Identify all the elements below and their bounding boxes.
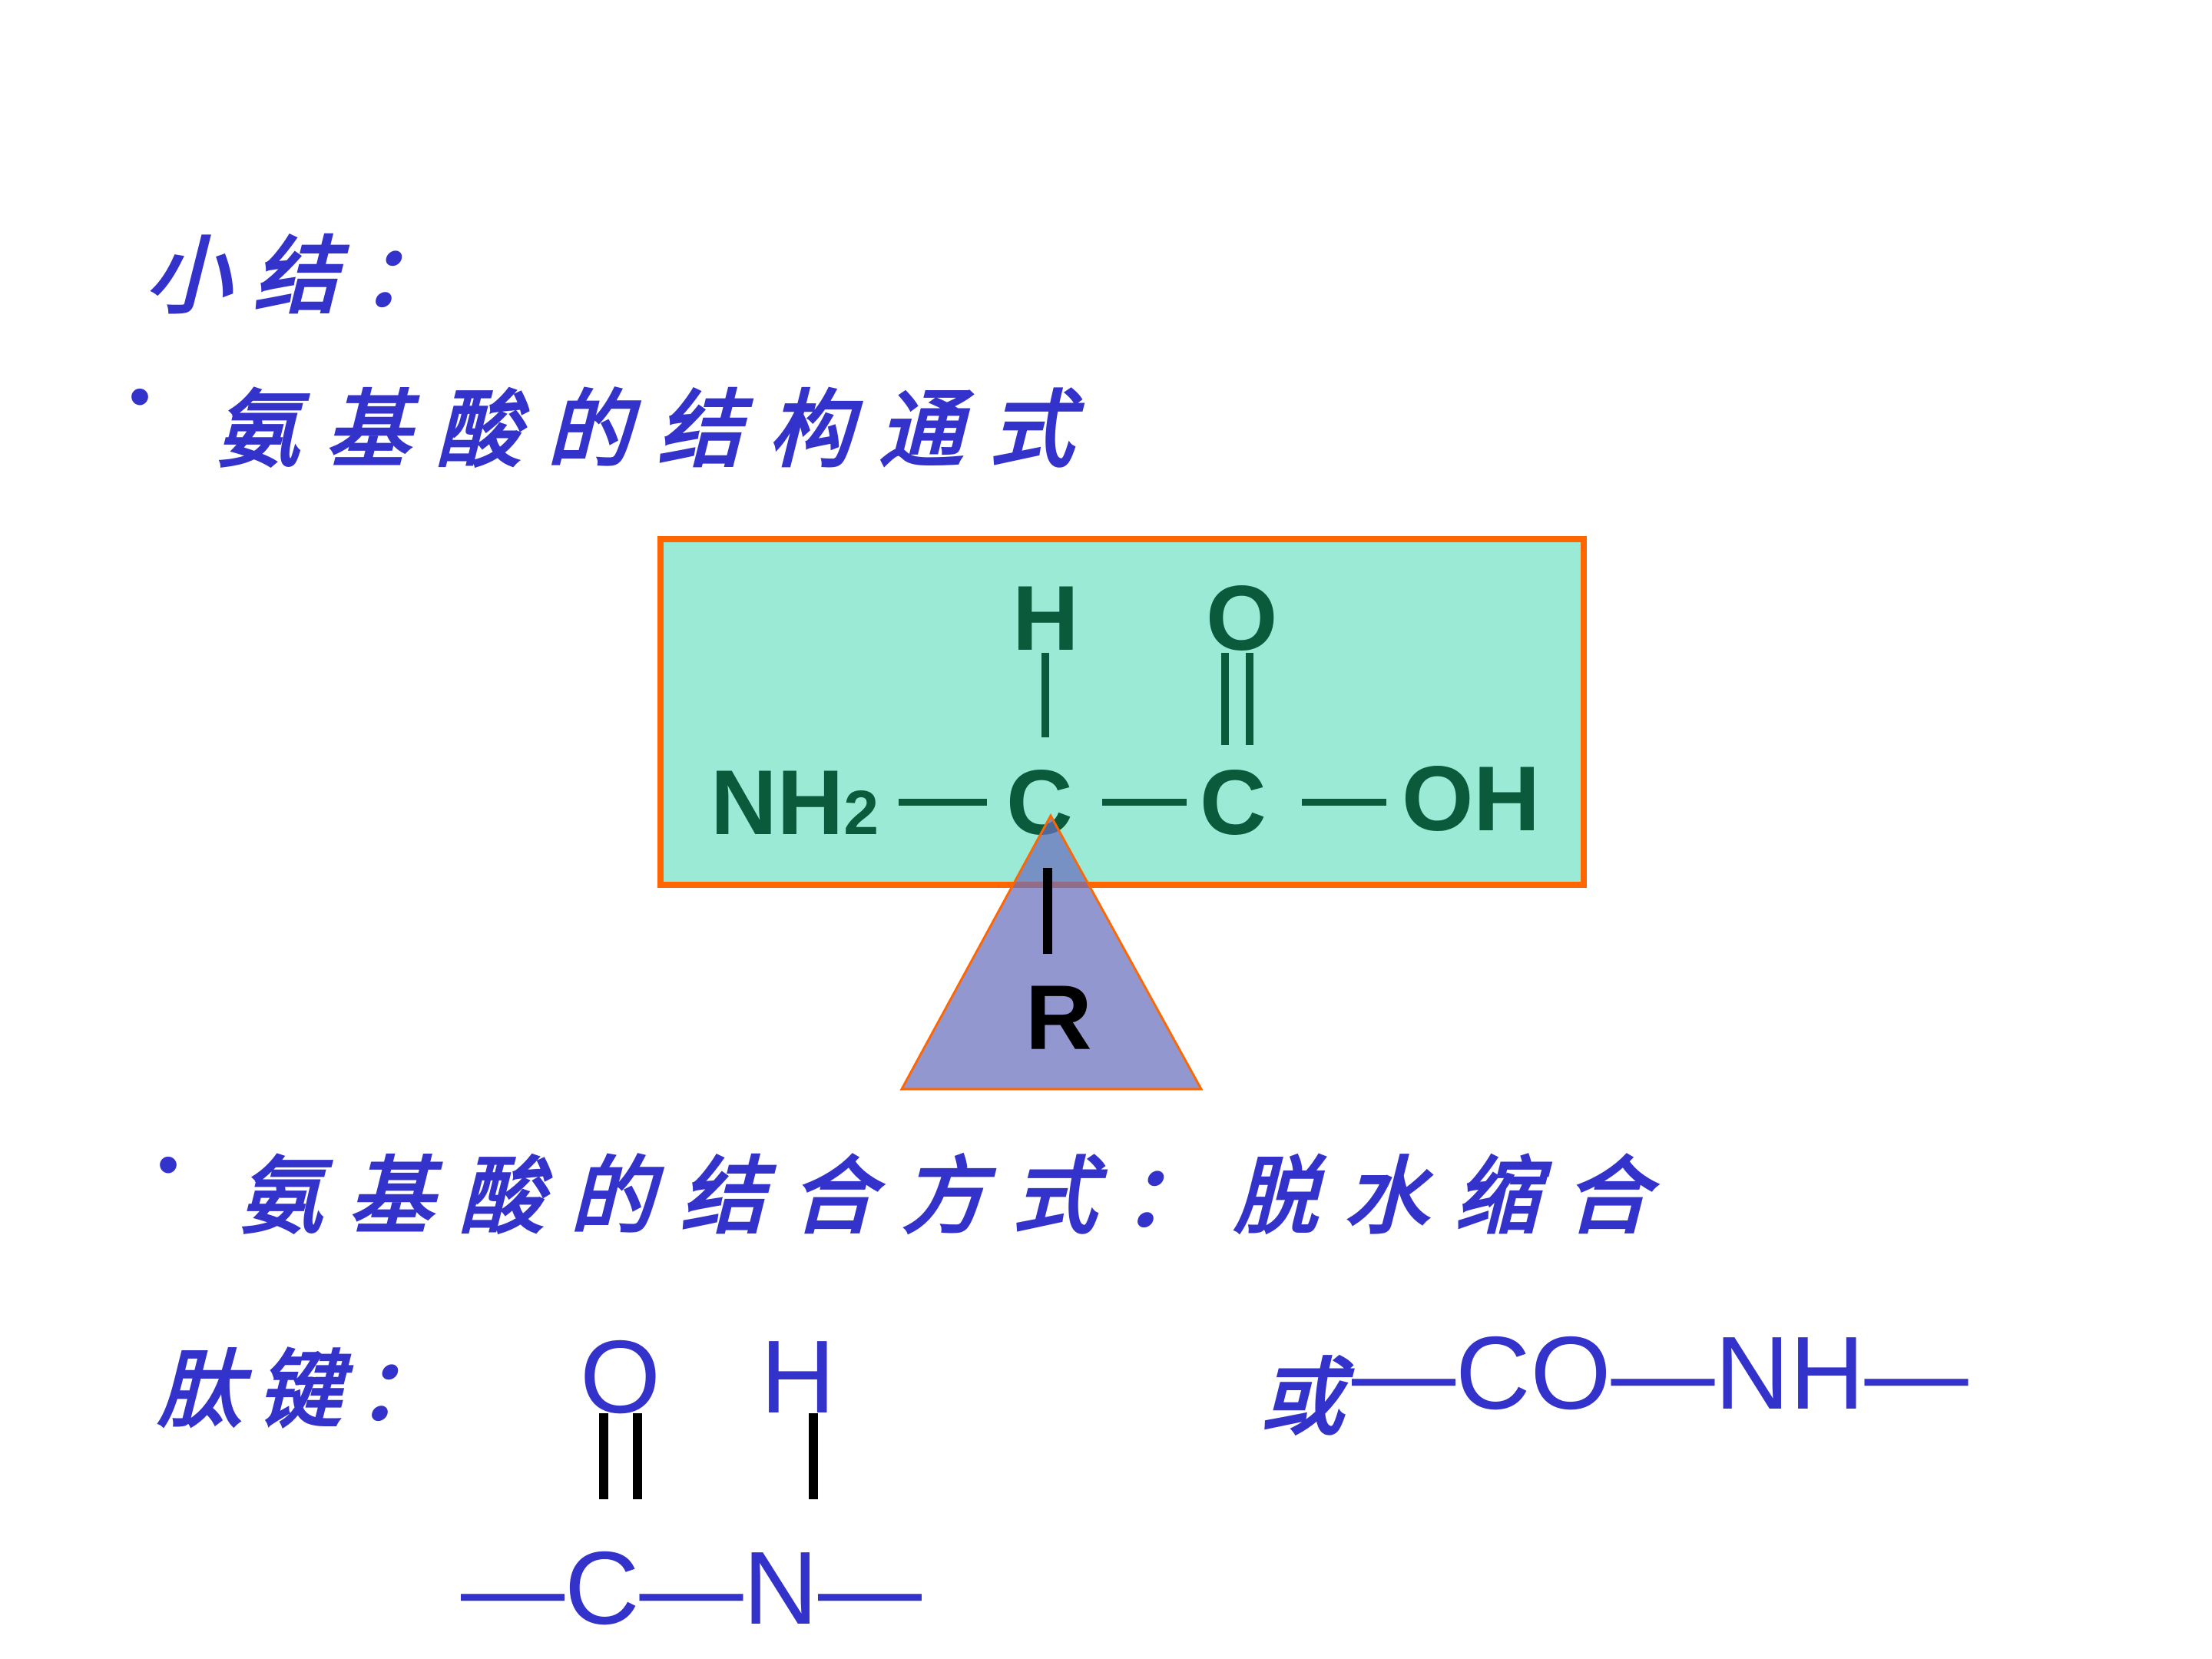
bullet-dot-1: • [129,362,151,430]
structure-formula-box [657,536,1587,888]
amino-group-subscript: 2 [843,778,879,848]
peptide-alt-formula: —CO—NH— [1352,1315,1969,1431]
peptide-oxygen: O [580,1319,661,1435]
hydroxyl-group: OH [1402,747,1540,850]
bullet-dot-2: • [157,1130,180,1198]
r-group-label: R [1025,966,1092,1069]
peptide-nh-bond [809,1413,818,1499]
summary-title: 小结： [146,227,469,326]
oxygen-top: O [1206,567,1278,670]
bullet-text-structure: 氨基酸的结构通式 [215,380,1100,479]
amino-group-nh: NH [710,751,844,854]
n-c-bond [899,799,987,806]
peptide-co-double-bond-left [599,1413,608,1499]
amino-group: NH2 [710,757,879,849]
ch-single-bond [1041,653,1049,737]
co-double-bond-left [1221,653,1229,745]
c-r-bond [1043,868,1052,954]
peptide-hydrogen: H [760,1319,836,1435]
peptide-chain: —C—N— [461,1530,922,1646]
carboxyl-carbon: C [1200,751,1267,854]
c-oh-bond [1302,799,1386,806]
c-c-bond [1102,799,1187,806]
peptide-bond-label: 肽键： [157,1340,457,1439]
or-word: 或 [1260,1348,1344,1447]
co-double-bond-right [1246,653,1253,745]
hydrogen-top: H [1012,567,1079,670]
bullet-text-combination: 氨基酸的结合方式：脱水缩合 [238,1147,1676,1246]
peptide-co-double-bond-right [633,1413,642,1499]
